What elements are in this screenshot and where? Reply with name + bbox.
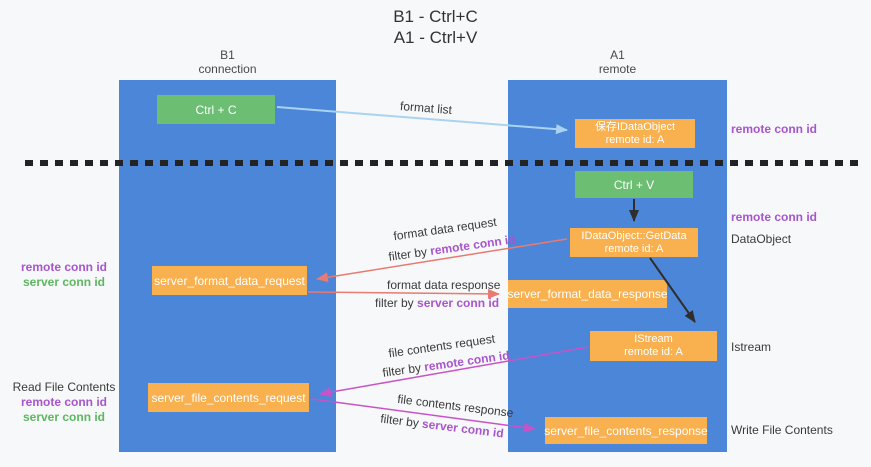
server-conn-id-text: server conn id xyxy=(417,296,500,310)
lane-a1-name: A1 xyxy=(610,48,625,62)
title-line-1: B1 - Ctrl+C xyxy=(393,7,478,26)
getdata-line2: remote id: A xyxy=(604,242,664,255)
lane-a1-header: A1 remote xyxy=(508,48,727,76)
ctrl-c-box: Ctrl + C xyxy=(157,95,275,124)
left-server-conn-id-label-2: server conn id xyxy=(22,410,106,424)
save-dataobject-line1: 保存IDataObject xyxy=(594,120,676,133)
lane-a1-role: remote xyxy=(598,62,637,76)
istream-box: IStream remote id: A xyxy=(590,331,717,361)
left-conn-id-group: remote conn id server conn id xyxy=(8,260,120,290)
filter-by-text: filter by xyxy=(375,296,418,310)
server-format-data-response-label: server_format_data_response xyxy=(507,287,668,301)
server-file-contents-response-label: server_file_contents_response xyxy=(544,423,708,438)
save-dataobject-line2: remote id: A xyxy=(605,133,665,146)
istream-side-label: Istream xyxy=(731,340,772,354)
getdata-box: IDataObject::GetData remote id: A xyxy=(570,228,698,257)
right-remote-conn-id-label-top: remote conn id xyxy=(731,122,818,136)
filter-by-text: filter by xyxy=(387,244,432,264)
server-file-contents-response-box: server_file_contents_response xyxy=(544,417,708,444)
left-remote-conn-id-label: remote conn id xyxy=(20,260,107,274)
ctrl-v-label: Ctrl + V xyxy=(613,177,655,192)
ctrl-c-label: Ctrl + C xyxy=(195,102,237,117)
server-conn-id-text: server conn id xyxy=(421,416,505,441)
server-file-contents-request-label: server_file_contents_request xyxy=(151,390,306,405)
server-file-contents-request-box: server_file_contents_request xyxy=(148,383,309,412)
format-data-response-label: format data response xyxy=(387,278,501,292)
server-format-data-request-label: server_format_data_request xyxy=(154,273,305,288)
read-file-contents-label: Read File Contents xyxy=(12,380,116,394)
left-server-conn-id-label: server conn id xyxy=(22,275,106,289)
istream-line1: IStream xyxy=(634,333,673,345)
server-format-data-request-box: server_format_data_request xyxy=(152,266,307,295)
left-remote-conn-id-label-2: remote conn id xyxy=(20,395,107,409)
filter-by-server-conn-id-label-1: filter by server conn id xyxy=(375,296,499,310)
getdata-line1: IDataObject::GetData xyxy=(581,229,687,242)
lane-b1-name: B1 xyxy=(220,48,235,62)
filter-by-text: filter by xyxy=(379,411,424,431)
right-remote-conn-id-label-mid: remote conn id xyxy=(731,210,818,224)
save-dataobject-box: 保存IDataObject remote id: A xyxy=(575,119,695,148)
arrow-format-data-response xyxy=(307,288,500,299)
diagram-title: B1 - Ctrl+C A1 - Ctrl+V xyxy=(0,6,871,48)
lane-b1-header: B1 connection xyxy=(119,48,336,76)
read-file-contents-group: Read File Contents remote conn id server… xyxy=(8,380,120,425)
title-line-2: A1 - Ctrl+V xyxy=(393,28,478,47)
section-divider xyxy=(25,160,858,166)
istream-line2: remote id: A xyxy=(624,346,683,358)
lane-b1-role: connection xyxy=(198,62,257,76)
dataobject-label: DataObject xyxy=(731,232,792,246)
filter-by-text: filter by xyxy=(381,360,426,380)
server-format-data-response-box: server_format_data_response xyxy=(507,280,668,308)
write-file-contents-label: Write File Contents xyxy=(731,423,833,437)
ctrl-v-box: Ctrl + V xyxy=(575,171,693,198)
format-list-label: format list xyxy=(399,98,453,118)
